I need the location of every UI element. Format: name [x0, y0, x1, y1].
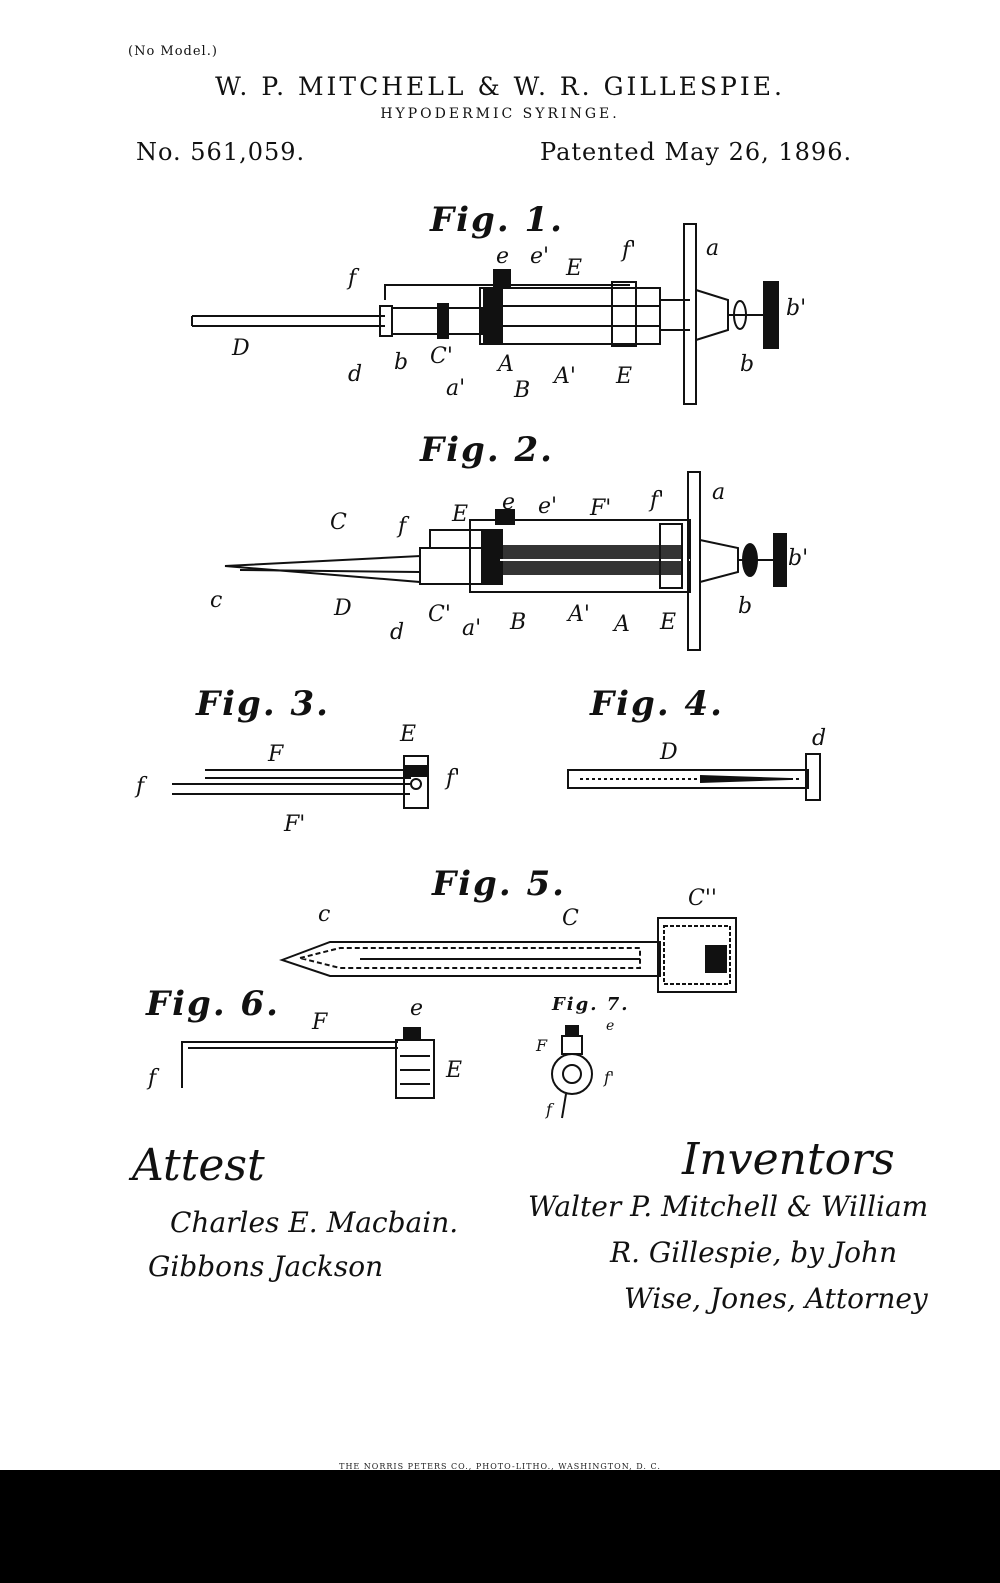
- fig6-label-E: E: [446, 1058, 463, 1083]
- model-note: (No Model.): [128, 44, 218, 59]
- fig6-label-e: e: [410, 996, 424, 1021]
- fig3-title: Fig. 3.: [196, 684, 330, 724]
- witness-signature-1: Charles E. Macbain.: [170, 1206, 459, 1239]
- inventors-label: Inventors: [682, 1134, 895, 1185]
- fig1-label-e: e: [496, 244, 510, 269]
- inventor-signature-line-3: Wise, Jones, Attorney: [624, 1282, 928, 1315]
- fig1-label-A: A: [498, 352, 514, 377]
- fig7-title: Fig. 7.: [552, 994, 630, 1015]
- fig2-label-a: a: [712, 480, 726, 505]
- fig2-label-b: b: [738, 594, 753, 619]
- fig4-drawing: [567, 753, 821, 801]
- fig3-label-f-prime: f': [446, 766, 461, 791]
- fig1-label-b: b: [740, 352, 755, 377]
- fig1-label-b-mid: b: [394, 350, 409, 375]
- fig2-label-E-lower: E: [660, 610, 677, 635]
- patent-drawings: [172, 223, 821, 1119]
- fig1-label-a: a: [706, 236, 720, 261]
- fig2-label-B: B: [510, 610, 527, 635]
- fig2-label-b-prime: b': [788, 546, 809, 571]
- patent-date: Patented May 26, 1896.: [540, 138, 853, 166]
- fig6-label-F: F: [312, 1010, 328, 1035]
- fig1-label-f-prime: f': [622, 238, 637, 263]
- fig2-label-f: f: [398, 514, 407, 539]
- fig6-label-f: f: [148, 1066, 157, 1091]
- witness-signature-2: Gibbons Jackson: [148, 1250, 384, 1283]
- attest-label: Attest: [132, 1140, 265, 1191]
- fig3-label-f: f: [136, 774, 145, 799]
- fig1-drawing: [191, 223, 779, 405]
- fig5-label-c: c: [318, 902, 331, 927]
- fig2-label-C: C: [330, 510, 347, 535]
- fig2-label-F-prime: F': [590, 496, 612, 521]
- fig4-label-D: D: [660, 740, 678, 765]
- fig2-label-E-upper: E: [452, 502, 469, 527]
- patent-subject: HYPODERMIC SYRINGE.: [380, 106, 620, 122]
- fig2-label-e: e: [502, 490, 516, 515]
- fig2-label-C-prime: C': [428, 602, 451, 627]
- fig1-label-B: B: [514, 378, 531, 403]
- inventor-signature-line-1: Walter P. Mitchell & William: [528, 1190, 929, 1223]
- fig2-label-f-prime: f': [650, 488, 665, 513]
- fig7-label-f: f: [546, 1100, 552, 1119]
- patent-number: No. 561,059.: [136, 138, 306, 166]
- fig7-label-F: F: [536, 1036, 548, 1055]
- fig1-label-A-prime: A': [554, 364, 576, 389]
- fig1-label-D: D: [232, 336, 250, 361]
- fig2-label-A-prime: A': [568, 602, 590, 627]
- fig2-label-A: A: [614, 612, 630, 637]
- fig3-label-F: F: [268, 742, 284, 767]
- fig2-label-c: c: [210, 588, 223, 613]
- printer-note: THE NORRIS PETERS CO., PHOTO-LITHO., WAS…: [339, 1462, 661, 1471]
- fig1-title: Fig. 1.: [430, 200, 564, 240]
- fig2-label-D: D: [334, 596, 352, 621]
- fig3-drawing: [172, 755, 429, 809]
- fig6-drawing: [181, 1027, 435, 1099]
- fig1-label-b-prime: b': [786, 296, 807, 321]
- fig1-label-E-upper: E: [566, 256, 583, 281]
- fig1-label-C-prime: C': [430, 344, 453, 369]
- fig2-label-e-prime: e': [538, 494, 558, 519]
- inventor-signature-line-2: R. Gillespie, by John: [610, 1236, 898, 1269]
- fig7-label-e: e: [606, 1018, 615, 1034]
- fig3-label-F-prime: F': [284, 812, 306, 837]
- fig1-label-f: f: [348, 266, 357, 291]
- fig5-title: Fig. 5.: [432, 864, 566, 904]
- fig2-drawing: [224, 471, 787, 651]
- fig4-title: Fig. 4.: [590, 684, 724, 724]
- fig6-title: Fig. 6.: [146, 984, 280, 1024]
- fig1-label-E-lower: E: [616, 364, 633, 389]
- fig1-label-d: d: [348, 362, 363, 387]
- fig2-title: Fig. 2.: [420, 430, 554, 470]
- bottom-border-bar: [0, 1470, 1000, 1583]
- fig2-label-d: d: [390, 620, 405, 645]
- fig3-label-E: E: [400, 722, 417, 747]
- fig7-label-f-prime: f': [604, 1068, 615, 1087]
- fig5-drawing: [279, 917, 737, 993]
- fig7-drawing: [551, 1025, 593, 1119]
- fig2-label-a-prime: a': [462, 616, 482, 641]
- fig4-label-d: d: [812, 726, 827, 751]
- fig1-label-a-prime: a': [446, 376, 466, 401]
- fig1-label-e-prime: e': [530, 244, 550, 269]
- fig5-label-C: C: [562, 906, 579, 931]
- fig5-label-C-double-prime: C'': [688, 886, 717, 911]
- inventors-heading: W. P. MITCHELL & W. R. GILLESPIE.: [215, 72, 785, 101]
